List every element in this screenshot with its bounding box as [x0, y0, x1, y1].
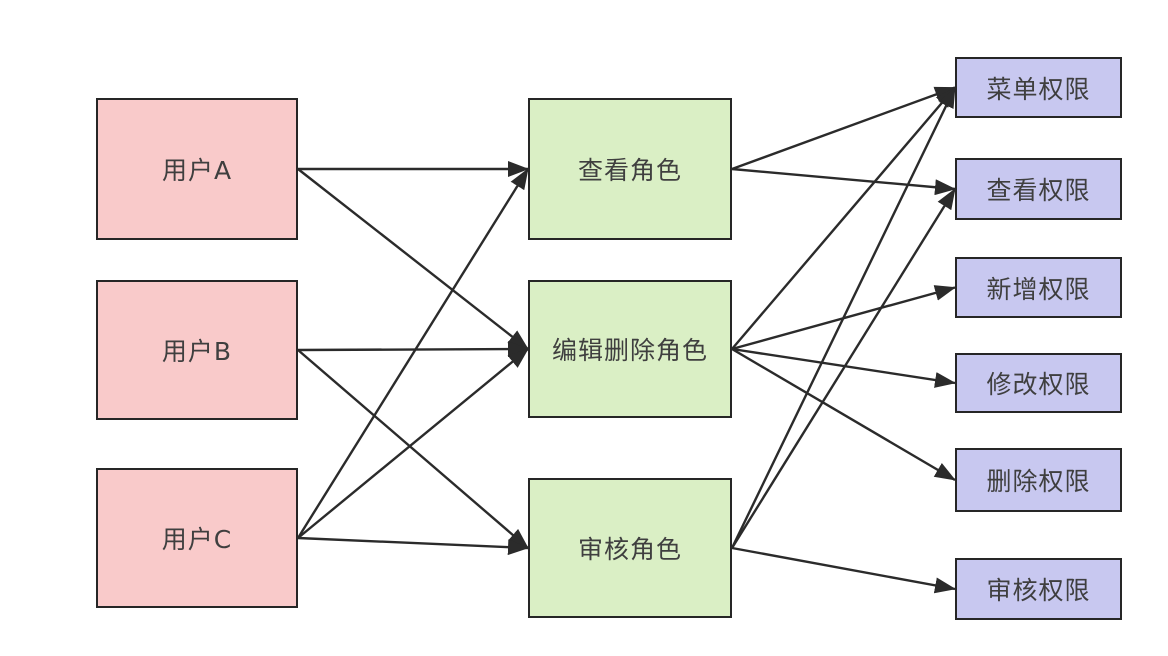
edge-arrow-roleEdit-permDelete	[731, 347, 956, 482]
node-user-a: 用户A	[96, 98, 298, 240]
edge-arrow-userC-roleEdit	[297, 348, 529, 539]
edge-arrow-roleEdit-permMenu	[731, 86, 956, 350]
edge-arrow-roleAudit-permAudit	[731, 546, 956, 594]
node-perm-add: 新增权限	[955, 257, 1122, 318]
node-role-audit: 审核角色	[528, 478, 732, 618]
edge-arrow-userA-roleEdit	[297, 168, 529, 350]
edge-arrow-userB-roleAudit	[297, 349, 529, 549]
edge-arrow-userB-roleEdit	[297, 341, 529, 358]
edge-arrow-roleView-permMenu	[731, 86, 956, 171]
node-perm-view: 查看权限	[955, 158, 1122, 220]
node-perm-audit: 审核权限	[955, 558, 1122, 620]
edge-arrow-roleEdit-permModify	[731, 347, 956, 388]
node-user-b: 用户B	[96, 280, 298, 420]
node-perm-delete: 删除权限	[955, 448, 1122, 512]
edge-arrow-userC-roleView	[296, 168, 530, 539]
edge-arrow-roleView-permView	[731, 167, 956, 196]
node-role-view: 查看角色	[528, 98, 732, 240]
node-perm-menu: 菜单权限	[955, 57, 1122, 118]
node-user-c: 用户C	[96, 468, 298, 608]
edge-arrow-userC-roleAudit	[297, 536, 529, 556]
node-role-edit: 编辑删除角色	[528, 280, 732, 418]
node-perm-modify: 修改权限	[955, 353, 1122, 413]
edge-arrow-roleEdit-permAdd	[731, 285, 956, 351]
edge-arrow-roleAudit-permView	[730, 188, 957, 549]
edge-arrow-roleAudit-permMenu	[730, 86, 957, 549]
